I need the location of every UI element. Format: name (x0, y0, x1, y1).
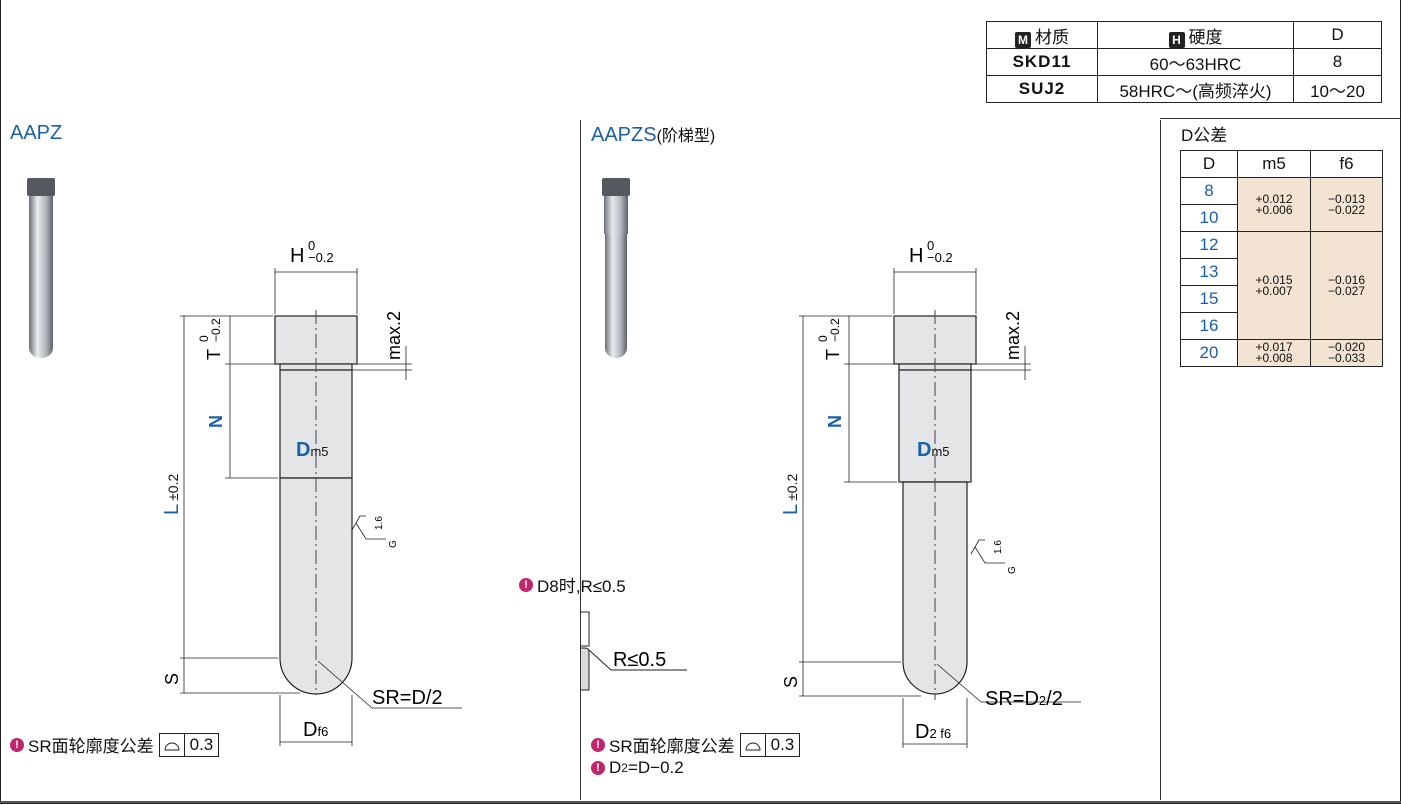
dim-df: Df6 (303, 719, 328, 741)
d-cell: 8 (1293, 48, 1382, 76)
right-subtitle: (阶梯型) (656, 128, 716, 145)
tol-header-d: D (1180, 150, 1238, 178)
pin-photo (602, 178, 630, 358)
dim-max: max.2 (384, 311, 404, 360)
detail-spacer (557, 612, 558, 692)
f6-tolerance: −0.020−0.033 (1310, 339, 1383, 367)
right-title: AAPZS(阶梯型) (591, 124, 716, 146)
material-icon: M (1015, 31, 1031, 48)
info-pin-icon: ! (591, 737, 605, 752)
dim-l: L±0.2 (161, 474, 183, 515)
table-row: 15 (1180, 285, 1383, 313)
dim-h: H (290, 245, 304, 267)
left-title: AAPZ (10, 122, 63, 144)
profile-tolerance-icon (741, 733, 766, 756)
roughness-g: G (388, 540, 399, 548)
detail-r (581, 611, 687, 691)
left-drawing: H 0 −0.2 T 0 −0.2 max.2 N Dm5 L±0.2 S SR… (27, 178, 462, 746)
d-value: 20 (1180, 339, 1238, 367)
dim-h-tol-top: 0 (308, 238, 315, 253)
table-row: 8 +0.012+0.006 −0.013−0.022 (1180, 177, 1383, 232)
dim-dm: Dm5 (917, 439, 950, 461)
tol-header-f6: f6 (1310, 150, 1383, 178)
table-row: 20 +0.017+0.008 −0.020−0.033 (1180, 339, 1383, 367)
tol-header-m5: m5 (1237, 150, 1311, 178)
dim-sr: SR=D2/2 (985, 688, 1063, 710)
dim-n: N (825, 415, 845, 428)
table-row: 16 (1180, 312, 1383, 340)
dim-df: D2 f6 (915, 721, 951, 743)
m5-tolerance: +0.017+0.008 (1237, 339, 1311, 367)
d-value: 15 (1180, 285, 1238, 313)
dim-dm: Dm5 (296, 439, 329, 461)
table-row: 13 (1180, 258, 1383, 286)
dim-t: T (823, 349, 843, 360)
f6-tolerance: −0.016−0.027 (1310, 231, 1383, 340)
dim-t-tol-bot: −0.2 (209, 318, 223, 342)
tolerance-table: D m5 f6 8 +0.012+0.006 −0.013−0.022 10 1… (1180, 150, 1383, 367)
dim-h-tol-bot: −0.2 (308, 250, 334, 265)
right-profile-note: ! SR面轮廓度公差 0.3 (591, 732, 801, 757)
pin-photo (27, 178, 55, 358)
dim-h-tol-top: 0 (927, 238, 934, 253)
m5-tolerance: +0.015+0.007 (1237, 231, 1311, 340)
dim-t-tol-bot: −0.2 (828, 318, 842, 342)
d-cell: 10～20 (1293, 75, 1382, 103)
dim-max: max.2 (1003, 311, 1023, 360)
bottom-border (0, 801, 1401, 803)
detail-r-label: R≤0.5 (613, 649, 666, 671)
material-cell: SUJ2 (986, 75, 1098, 103)
dim-s: S (162, 673, 182, 685)
divider-right-top (1160, 118, 1401, 119)
hardness-cell: 60～63HRC (1097, 48, 1294, 76)
left-profile-note: ! SR面轮廓度公差 0.3 (10, 732, 220, 757)
m5-tolerance: +0.012+0.006 (1237, 177, 1311, 232)
right-drawing: H 0 −0.2 T 0 −0.2 max.2 N Dm5 L±0.2 S SR… (581, 178, 1081, 748)
dim-h: H (909, 245, 923, 267)
dim-t: T (204, 349, 224, 360)
dim-n: N (206, 415, 226, 428)
dim-t-tol-top: 0 (816, 335, 830, 342)
info-pin-icon: ! (519, 577, 533, 592)
table-row: SKD11 60～63HRC 8 (986, 48, 1382, 76)
d-value: 13 (1180, 258, 1238, 286)
dim-t-tol-top: 0 (197, 335, 211, 342)
f6-tolerance: −0.013−0.022 (1310, 177, 1383, 232)
hardness-icon: H (1168, 31, 1185, 48)
table-row: SUJ2 58HRC～(高频淬火) 10～20 (986, 75, 1382, 103)
detail-note: ! D8时,R≤0.5 (519, 572, 626, 597)
divider-center (580, 120, 581, 800)
info-pin-icon: ! (10, 737, 24, 752)
material-cell: SKD11 (986, 48, 1098, 76)
hardness-cell: 58HRC～(高频淬火) (1097, 75, 1294, 103)
d-value: 16 (1180, 312, 1238, 340)
dim-s: S (781, 676, 801, 688)
dim-h-tol-bot: −0.2 (927, 250, 953, 265)
header-d: D (1293, 21, 1382, 49)
profile-tolerance-icon (160, 733, 185, 756)
d-value: 8 (1180, 177, 1238, 205)
tolerance-title: D公差 (1181, 126, 1228, 145)
dim-sr: SR=D/2 (372, 687, 443, 709)
info-pin-icon: ! (591, 761, 605, 775)
roughness-value: 1.6 (374, 516, 385, 530)
roughness-value: 1.6 (993, 540, 1004, 554)
table-row: 12 +0.015+0.007 −0.016−0.027 (1180, 231, 1383, 340)
divider-right (1160, 120, 1161, 800)
roughness-g: G (1007, 566, 1018, 574)
dim-l: L±0.2 (780, 474, 802, 515)
d-value: 10 (1180, 204, 1238, 232)
d-value: 12 (1180, 231, 1238, 259)
